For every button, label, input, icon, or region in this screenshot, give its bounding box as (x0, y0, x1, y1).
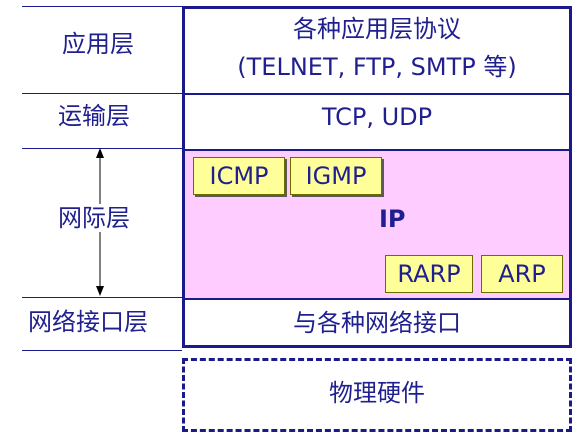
protocol-stack: 各种应用层协议 (TELNET, FTP, SMTP 等) TCP, UDP I… (182, 6, 572, 348)
application-protocols-line1: 各种应用层协议 (293, 15, 461, 43)
igmp-box: IGMP (290, 157, 382, 195)
stack-divider (185, 149, 569, 151)
stack-divider (185, 93, 569, 95)
ip-protocol: IP (379, 205, 406, 233)
network-interfaces: 与各种网络接口 (293, 309, 461, 337)
layer-divider-top (22, 6, 182, 7)
rarp-box: RARP (385, 255, 473, 293)
physical-hardware-box: 物理硬件 (182, 358, 572, 432)
stack-divider (185, 298, 569, 300)
layer-divider (22, 93, 182, 94)
layer-divider (22, 297, 182, 298)
layer-label-internet: 网际层 (58, 204, 130, 232)
layer-label-network-interface: 网络接口层 (28, 308, 148, 336)
layer-divider-bottom (22, 350, 182, 351)
arp-box: ARP (481, 255, 563, 293)
application-protocols-line2: (TELNET, FTP, SMTP 等) (237, 53, 517, 81)
layer-label-application: 应用层 (62, 30, 134, 58)
layer-label-transport: 运输层 (58, 102, 130, 130)
internet-layer-band: ICMP IGMP IP RARP ARP (185, 151, 569, 299)
layer-divider (22, 148, 182, 149)
physical-hardware-label: 物理硬件 (329, 379, 425, 407)
icmp-box: ICMP (193, 157, 285, 195)
transport-protocols: TCP, UDP (321, 103, 433, 131)
